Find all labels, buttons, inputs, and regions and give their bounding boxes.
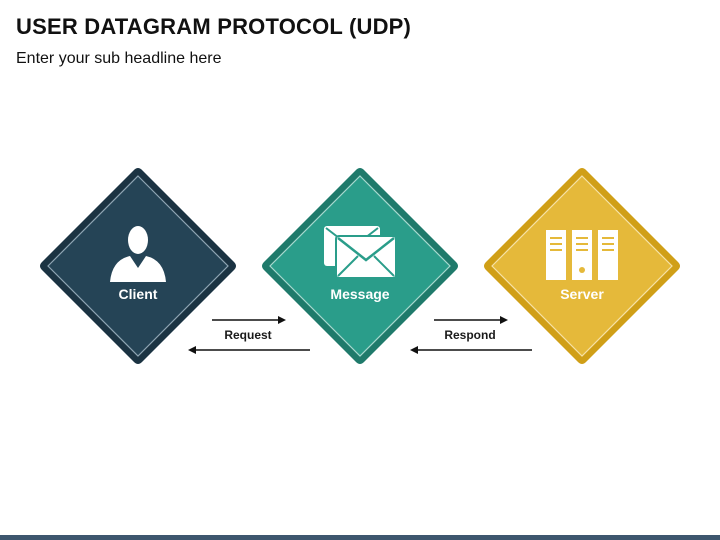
respond-arrow: [434, 316, 508, 324]
footer-bar: [0, 535, 720, 540]
page-subtitle: Enter your sub headline here: [16, 50, 222, 67]
client-diamond: [40, 168, 236, 364]
server-label: Server: [560, 286, 604, 302]
request-arrow: [212, 316, 286, 324]
respond-return-arrow: [410, 346, 532, 354]
client-node: Client: [34, 162, 242, 370]
server-node: Server: [478, 162, 686, 370]
envelope-icon: [324, 226, 397, 279]
user-icon: [110, 226, 166, 282]
page-title: USER DATAGRAM PROTOCOL (UDP): [16, 14, 412, 39]
respond-label: Respond: [444, 328, 496, 342]
request-label: Request: [224, 328, 272, 342]
client-label: Client: [118, 286, 158, 302]
message-label: Message: [330, 286, 390, 302]
message-node: Message: [256, 162, 464, 370]
request-return-arrow: [188, 346, 310, 354]
server-icon: [546, 230, 618, 280]
